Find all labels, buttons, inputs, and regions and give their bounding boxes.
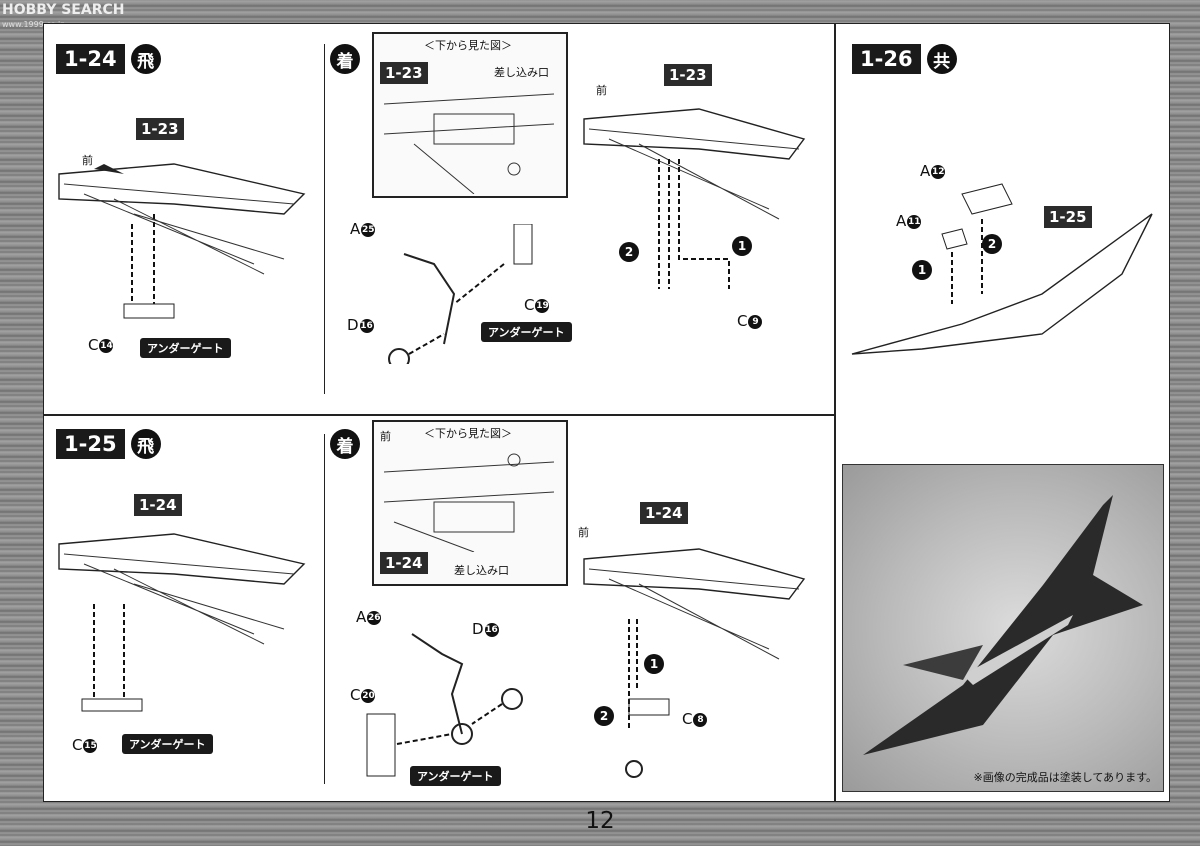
order-marker-1: 1: [644, 654, 664, 674]
order-marker-2: 2: [982, 234, 1002, 254]
vertical-divider-main: [834, 24, 836, 801]
ref-box: 1-24: [380, 552, 428, 574]
bottom-view-inset: ＜下から見た図＞ 1-23 差し込み口: [372, 32, 568, 198]
ref-box: 1-24: [134, 494, 182, 516]
ship-illustration: [58, 163, 306, 319]
horizontal-divider: [44, 414, 834, 416]
order-marker-1: 1: [912, 260, 932, 280]
page-number: 12: [585, 808, 615, 834]
bottom-view-inset: 前 ＜下から見た図＞ 1-24 差し込み口: [372, 420, 568, 586]
mode-badge: 飛: [130, 429, 161, 459]
cockpit-illustration: [851, 183, 1153, 355]
vertical-divider-bottom: [324, 434, 325, 784]
ref-box: 1-23: [664, 64, 712, 86]
finished-model-photo: ※画像の完成品は塗装してあります。: [842, 464, 1164, 792]
front-label: 前: [578, 526, 589, 539]
under-gate-tag: アンダーゲート: [410, 766, 501, 786]
ref-box: 1-23: [136, 118, 184, 140]
mode-badge: 着: [330, 429, 360, 459]
insert-slot-label: 差し込み口: [454, 564, 509, 577]
under-gate-tag: アンダーゲート: [481, 322, 572, 342]
front-label: 前: [596, 84, 607, 97]
order-marker-2: 2: [594, 706, 614, 726]
mode-badge: 共: [926, 44, 957, 74]
photo-note: ※画像の完成品は塗装してあります。: [973, 771, 1157, 784]
ship-illustration: [583, 108, 806, 289]
vertical-divider-top: [324, 44, 325, 394]
watermark: HOBBY SEARCH www.1999.co.jp: [2, 2, 125, 29]
landing-gear-illustration: [388, 224, 533, 364]
step-header-1-25-landing: 着: [330, 429, 360, 459]
mode-badge: 着: [330, 44, 360, 74]
step-number: 1-25: [56, 429, 125, 459]
bottom-view-label: ＜下から見た図＞: [424, 39, 512, 52]
bottom-view-label: ＜下から見た図＞: [424, 427, 512, 440]
ship-illustration: [583, 548, 806, 778]
order-marker-2: 2: [619, 242, 639, 262]
ref-box: 1-24: [640, 502, 688, 524]
step-header-1-24-flight: 1-24 飛: [56, 44, 161, 74]
under-gate-tag: アンダーゲート: [140, 338, 231, 358]
watermark-brand: HOBBY SEARCH: [2, 2, 125, 18]
step-number: 1-24: [56, 44, 125, 74]
ref-box: 1-23: [380, 62, 428, 84]
ref-box: 1-25: [1044, 206, 1092, 228]
step-number: 1-26: [852, 44, 921, 74]
step-header-1-26: 1-26 共: [852, 44, 957, 74]
front-label: 前: [380, 430, 391, 443]
landing-gear-illustration: [366, 633, 523, 777]
ship-illustration: [58, 533, 306, 712]
mode-badge: 飛: [130, 44, 161, 74]
watermark-url: www.1999.co.jp: [2, 20, 66, 29]
insert-slot-label: 差し込み口: [494, 66, 549, 79]
order-marker-1: 1: [732, 236, 752, 256]
step-header-1-24-landing: 着: [330, 44, 360, 74]
under-gate-tag: アンダーゲート: [122, 734, 213, 754]
step-header-1-25-flight: 1-25 飛: [56, 429, 161, 459]
front-label: 前: [82, 154, 93, 167]
